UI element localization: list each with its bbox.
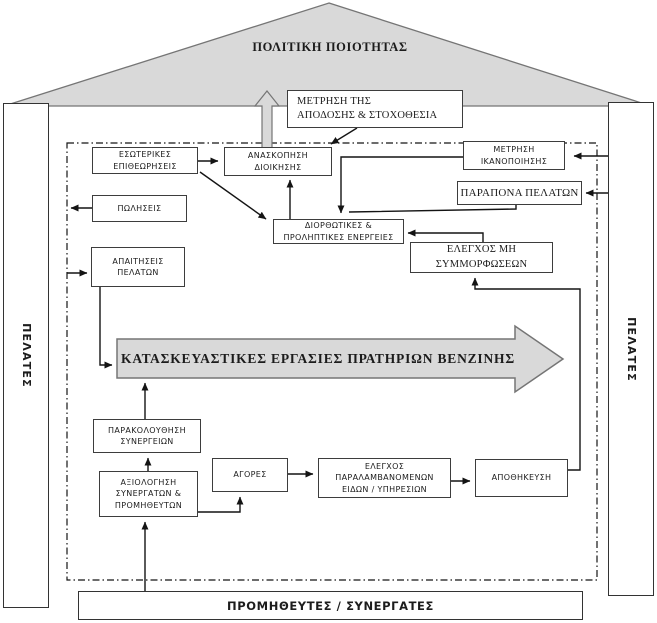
box-incoming-goods-inspection: ΕΛΕΓΧΟΣ ΠΑΡΑΛΑΜΒΑΝΟΜΕΝΩΝ ΕΙΔΩΝ / ΥΠΗΡΕΣΙ…	[318, 458, 451, 498]
main-process-arrow-label: ΚΑΤΑΣΚΕΥΑΣΤΙΚΕΣ ΕΡΓΑΣΙΕΣ ΠΡΑΤΗΡΙΩΝ ΒΕΝΖΙ…	[121, 350, 515, 366]
conn-apothikefsi-to-elegxos-mi	[471, 277, 581, 471]
left-customers-bar-label: ΠΕΛΑΤΕΣ	[19, 323, 33, 388]
box-crew-monitoring: ΠΑΡΑΚΟΛΟΥΘΗΣΗ ΣΥΝΕΡΓΕΙΩΝ	[93, 419, 201, 453]
conn-apaitiseis-to-main-arrow	[99, 287, 113, 369]
box-customer-requirements: ΑΠΑΙΤΗΣΕΙΣ ΠΕΛΑΤΩΝ	[91, 247, 185, 287]
roof-label: ΠΟΛΙΤΙΚΗ ΠΟΙΟΤΗΤΑΣ	[252, 40, 408, 54]
box-nonconformity-control: ΕΛΕΓΧΟΣ ΜΗ ΣΥΜΜΟΡΦΩΣΕΩΝ	[410, 242, 553, 273]
right-customers-bar: ΠΕΛΑΤΕΣ	[608, 102, 654, 596]
box-storage: ΑΠΟΘΗΚΕΥΣΗ	[475, 459, 568, 497]
box-corrective-preventive-actions: ΔΙΟΡΘΩΤΙΚΕΣ & ΠΡΟΛΗΠΤΙΚΕΣ ΕΝΕΡΓΕΙΕΣ	[273, 219, 404, 244]
box-satisfaction-measurement: ΜΕΤΡΗΣΗ ΙΚΑΝΟΠΟΙΗΣΗΣ	[463, 141, 565, 170]
up-block-arrow	[253, 90, 281, 149]
connectors	[67, 127, 608, 591]
conn-axiologisi-to-agores	[198, 496, 244, 513]
conn-metrisi-apodosis-to-anaskopisi	[330, 127, 358, 145]
left-customers-bar: ΠΕΛΑΤΕΣ	[3, 103, 49, 608]
conn-parapona-to-diorthotikes	[348, 205, 517, 213]
box-performance-measurement: ΜΕΤΡΗΣΗ ΤΗΣ ΑΠΟΔΟΣΗΣ & ΣΤΟΧΟΘΕΣΙΑ	[287, 90, 463, 128]
box-purchases: ΑΓΟΡΕΣ	[212, 458, 288, 492]
suppliers-partners-bar: ΠΡΟΜΗΘΕΥΤΕΣ / ΣΥΝΕΡΓΑΤΕΣ	[78, 591, 583, 620]
conn-elegxos-mi-to-diorthotikes	[407, 229, 484, 242]
conn-metrisi-ikanopoiisis-to-diorthotikes	[337, 156, 463, 214]
box-partner-supplier-evaluation: ΑΞΙΟΛΟΓΗΣΗ ΣΥΝΕΡΓΑΤΩΝ & ΠΡΟΜΗΘΕΥΤΩΝ	[99, 471, 198, 517]
box-customer-complaints: ΠΑΡΑΠΟΝΑ ΠΕΛΑΤΩΝ	[457, 181, 582, 205]
box-sales: ΠΩΛΗΣΕΙΣ	[92, 195, 187, 222]
right-customers-bar-label: ΠΕΛΑΤΕΣ	[624, 316, 638, 382]
conn-esoterikes-to-diorthotikes	[199, 171, 267, 220]
box-management-review: ΑΝΑΣΚΟΠΗΣΗ ΔΙΟΙΚΗΣΗΣ	[224, 147, 332, 176]
main-process-arrow	[116, 324, 565, 394]
box-internal-audits: ΕΣΩΤΕΡΙΚΕΣ ΕΠΙΘΕΩΡΗΣΕΙΣ	[92, 147, 198, 174]
